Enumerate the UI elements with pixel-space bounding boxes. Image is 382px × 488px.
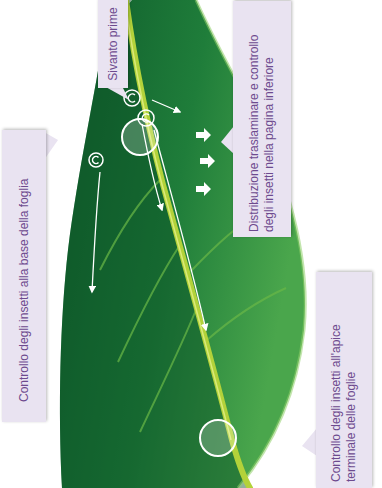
callout-box: Controllo degli insetti all'apice termin… <box>316 272 372 488</box>
callout-text: Distribuzione traslaminare e controllo d… <box>247 6 276 232</box>
flow-arrows <box>92 100 206 330</box>
callout-text: Controllo degli insetti alla base della … <box>17 150 32 402</box>
translaminar-arrows <box>196 128 215 196</box>
leaf-shadow-half <box>60 0 250 488</box>
callout-text: Controllo degli insetti all'apice termin… <box>329 278 358 482</box>
callout-box: Sivanto prime <box>98 0 128 88</box>
callout-box: Controllo degli insetti alla base della … <box>2 130 46 422</box>
leaf-midrib <box>126 0 250 488</box>
leaf-blade <box>60 0 305 488</box>
focus-circles <box>122 119 236 456</box>
callout-box: Distribuzione traslaminare e controllo d… <box>233 1 291 237</box>
leaf-edge-highlight <box>196 0 305 488</box>
callout-text: Sivanto prime <box>106 4 121 84</box>
midrib-highlight <box>125 0 231 440</box>
